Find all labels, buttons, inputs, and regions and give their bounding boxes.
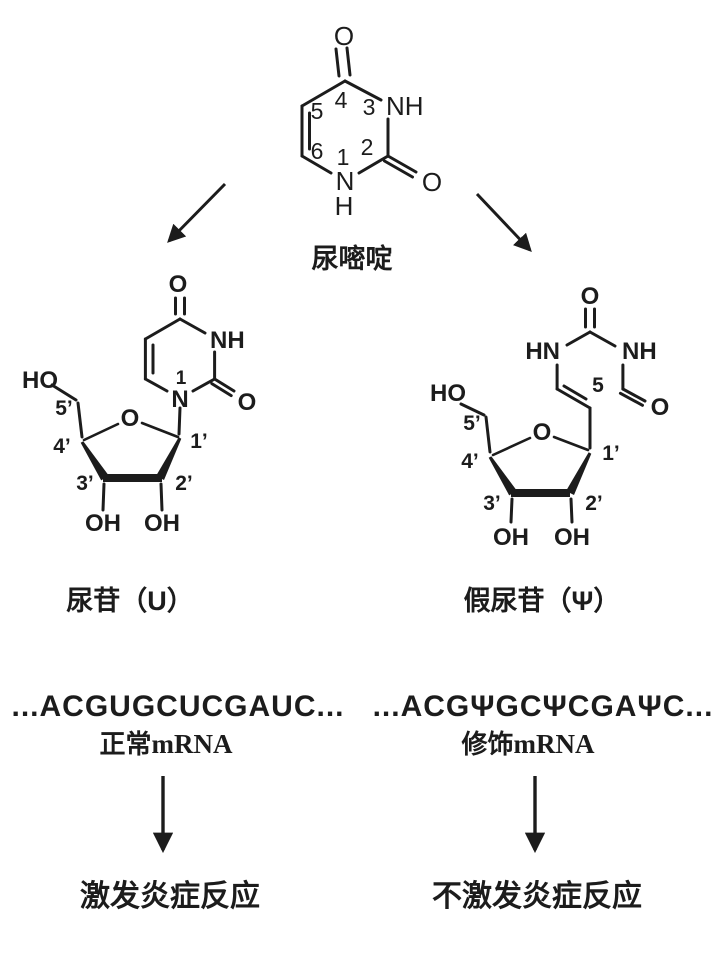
bond <box>191 377 217 393</box>
modified-mrna-label-cn: 修饰 <box>460 729 513 759</box>
double-bond <box>383 159 414 179</box>
nh-label: NH <box>386 91 424 121</box>
bond <box>159 482 164 512</box>
normal-outcome-label: 激发炎症反应 <box>80 879 260 913</box>
modified-mrna-label-en: mRNA <box>514 729 595 759</box>
wedge-bond <box>80 441 109 481</box>
bond <box>143 317 182 341</box>
bond <box>357 154 390 175</box>
normal-mrna-label: 正常mRNA <box>99 729 233 759</box>
glycosidic-bond <box>177 406 182 436</box>
ring-oxygen-label: O <box>533 419 552 446</box>
bond <box>459 402 486 417</box>
bond <box>101 482 106 512</box>
bond <box>555 387 592 410</box>
nitrogen-label: N <box>336 166 355 196</box>
sugar-number-3p: 3’ <box>483 492 501 515</box>
bond <box>484 415 492 454</box>
bond <box>178 317 207 335</box>
double-bond <box>618 391 644 407</box>
sugar-number-4p: 4’ <box>461 450 479 473</box>
bond <box>565 330 592 347</box>
sugar-number-5p: 5’ <box>55 397 73 420</box>
uracil-structure: O NH O N H 4 3 5 6 1 2 <box>300 21 442 221</box>
modified-mrna-sequence: ...ACGΨGCΨCGAΨC... <box>373 690 714 723</box>
bond <box>50 383 78 402</box>
bond <box>343 79 383 102</box>
bond <box>76 401 84 439</box>
sugar-number-2p: 2’ <box>175 472 193 495</box>
ring-number-5: 5 <box>592 374 604 397</box>
wedge-bond <box>566 452 592 495</box>
hydroxyl-label: HO <box>430 380 466 407</box>
left-branch-arrow <box>167 182 227 243</box>
bond <box>300 154 333 175</box>
bond <box>509 497 514 524</box>
uracil-name-label: 尿嘧啶 <box>312 243 393 274</box>
oxygen-label: O <box>169 271 188 298</box>
ring-number-6: 6 <box>311 138 324 164</box>
ring-number-1: 1 <box>337 144 350 170</box>
branch-arrows <box>167 182 532 252</box>
bond <box>588 330 617 348</box>
bond <box>491 436 532 457</box>
pseudouridine-structure: O HN NH O O HO OH OH 5 5’ 4’ 3’ 2’ 1’ <box>430 283 669 551</box>
bond <box>300 79 347 108</box>
oxygen-label: O <box>422 167 442 197</box>
sugar-number-3p: 3’ <box>76 472 94 495</box>
double-bond <box>386 154 418 174</box>
sugar-number-5p: 5’ <box>463 412 481 435</box>
sugar-number-1p: 1’ <box>190 430 208 453</box>
nh-label: NH <box>622 338 657 365</box>
bond <box>569 497 574 524</box>
oxygen-label: O <box>238 389 257 416</box>
modified-outcome-label: 不激发炎症反应 <box>432 879 642 913</box>
oxygen-label: O <box>651 394 670 421</box>
bond <box>140 421 180 439</box>
ring-number-5: 5 <box>311 98 324 124</box>
double-bond-inner <box>562 384 588 401</box>
wedge-bond <box>156 437 182 480</box>
bond <box>552 435 590 452</box>
ring-number-1: 1 <box>176 368 187 389</box>
oxygen-label: O <box>581 283 600 310</box>
uridine-name-label: 尿苷（U） <box>66 586 194 616</box>
right-branch-arrow <box>475 192 532 252</box>
double-bond <box>213 377 236 393</box>
ring-oxygen-label: O <box>121 405 140 432</box>
modified-mrna-label: 修饰mRNA <box>460 729 595 759</box>
hydroxyl-label: OH <box>493 524 529 551</box>
pseudouridine-name-label: 假尿苷（Ψ） <box>464 586 621 616</box>
oxygen-label: O <box>334 21 354 51</box>
hydroxyl-label: HO <box>22 367 58 394</box>
sugar-number-2p: 2’ <box>585 492 603 515</box>
sugar-number-4p: 4’ <box>53 435 71 458</box>
double-bond <box>621 387 647 403</box>
hydroxyl-label: OH <box>85 510 121 537</box>
ring-number-2: 2 <box>361 134 374 160</box>
ring-number-3: 3 <box>363 94 376 120</box>
normal-mrna-sequence: ...ACGUGCUCGAUC... <box>12 690 345 723</box>
bond <box>82 422 120 442</box>
normal-mrna-label-cn: 正常 <box>99 729 151 759</box>
ring-number-4: 4 <box>335 87 348 113</box>
normal-mrna-label-en: mRNA <box>152 729 233 759</box>
double-bond <box>334 47 341 78</box>
bond <box>143 377 169 393</box>
uridine-structure: O NH O N O HO OH OH 1 5’ 4’ 3’ 2’ 1’ <box>22 271 256 537</box>
hn-label: HN <box>525 338 560 365</box>
modified-mrna-block: ...ACGΨGCΨCGAΨC... 修饰mRNA 不激发炎症反应 <box>373 690 714 913</box>
double-bond <box>210 382 233 398</box>
normal-mrna-block: ...ACGUGCUCGAUC... 正常mRNA 激发炎症反应 <box>12 690 345 913</box>
nh-label: NH <box>210 327 245 354</box>
nitrogen-label: N <box>171 386 188 413</box>
wedge-bond <box>488 456 517 496</box>
double-bond <box>345 46 352 77</box>
hydroxyl-label: OH <box>554 524 590 551</box>
sugar-number-1p: 1’ <box>602 442 620 465</box>
hydroxyl-label: OH <box>144 510 180 537</box>
hydrogen-label: H <box>335 191 354 221</box>
